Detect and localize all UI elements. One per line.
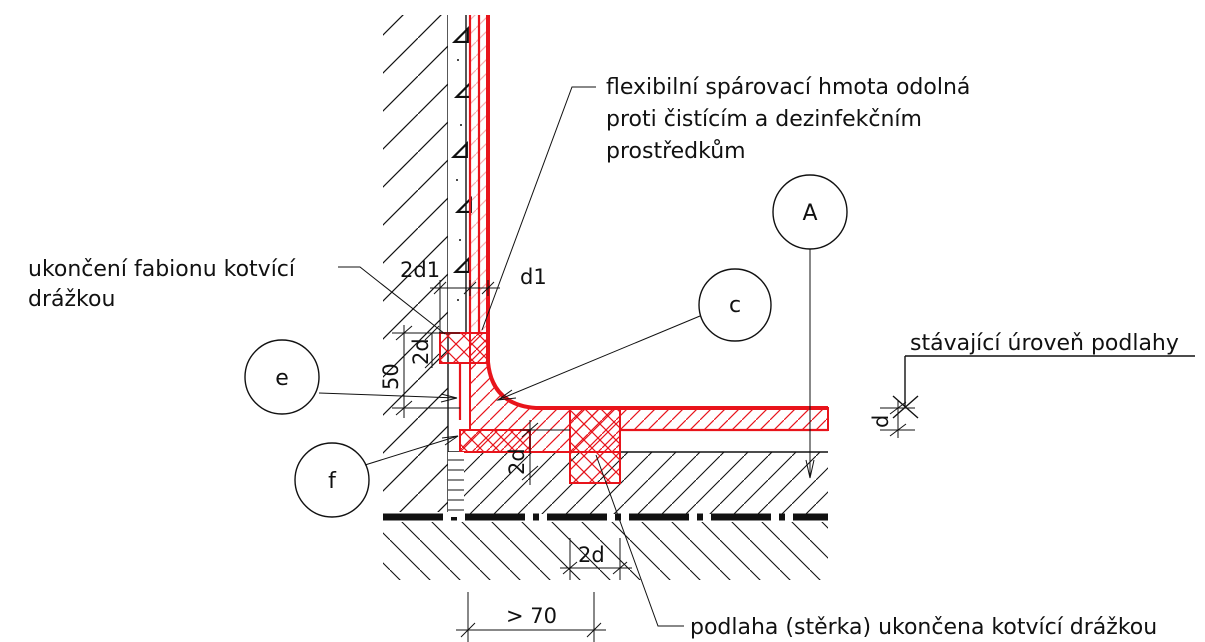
svg-text:◿: ◿ [452, 21, 469, 45]
callout-f-label: f [328, 469, 337, 494]
subfloor-hatch [448, 451, 828, 514]
dimension-2d-mid-text: 2d [505, 448, 529, 475]
existing-floor-marker: stávající úroveň podlahy [892, 331, 1195, 419]
svg-text:◿: ◿ [455, 191, 472, 215]
anchor-leader: ukončení fabionu kotvící drážkou [28, 257, 446, 335]
ground-hatch [383, 522, 828, 580]
sealant-label-line1: flexibilní spárovací hmota odolná [606, 75, 970, 100]
anchor-label-line1: ukončení fabionu kotvící [28, 257, 296, 282]
dimension-2d-low: 2d [560, 538, 632, 580]
existing-floor-label: stávající úroveň podlahy [910, 331, 1179, 356]
dimension-2d-low-text: 2d [578, 543, 605, 567]
dimension-seventy-text: > 70 [506, 604, 557, 628]
dimension-2d-mid: 2d [505, 420, 570, 485]
sealant-leader: flexibilní spárovací hmota odolná proti … [481, 75, 970, 331]
callout-f: f [294, 435, 459, 518]
dimension-d1: 2d1 d1 [400, 258, 547, 333]
callout-e: e [244, 339, 458, 415]
wall-coating [468, 15, 490, 333]
plaster-layer: ◿ ◿ ◿ ◿ ◿ [448, 15, 473, 333]
callout-a: A [772, 174, 848, 479]
callout-a-label: A [802, 201, 817, 226]
dimension-fifty-text: 50 [379, 363, 403, 390]
floor-end-leader: podlaha (stěrka) ukončena kotvící drážko… [595, 454, 1157, 640]
callout-e-label: e [275, 366, 289, 391]
dimension-2d1-text: 2d1 [400, 258, 440, 282]
callout-c: c [496, 268, 772, 401]
dimension-d: d [869, 400, 915, 438]
dimension-fifty: 50 2d [379, 325, 460, 418]
dimension-d-text: d [869, 415, 893, 428]
dimension-seventy: > 70 [456, 592, 606, 642]
floor-end-label: podlaha (stěrka) ukončena kotvící drážko… [690, 615, 1157, 640]
sealant-label-line2: proti čistícím a dezinfekčním [606, 107, 922, 132]
sealant-label-line3: prostředkům [606, 139, 746, 164]
anchor-label-line2: drážkou [28, 287, 115, 312]
cove-coating [439, 332, 829, 517]
svg-text:◿: ◿ [453, 251, 470, 275]
svg-text:◿: ◿ [451, 136, 468, 160]
svg-text:◿: ◿ [454, 76, 471, 100]
dimension-d1-text: d1 [520, 265, 547, 289]
callout-c-label: c [729, 293, 741, 318]
dimension-2d-upper-text: 2d [409, 338, 433, 365]
